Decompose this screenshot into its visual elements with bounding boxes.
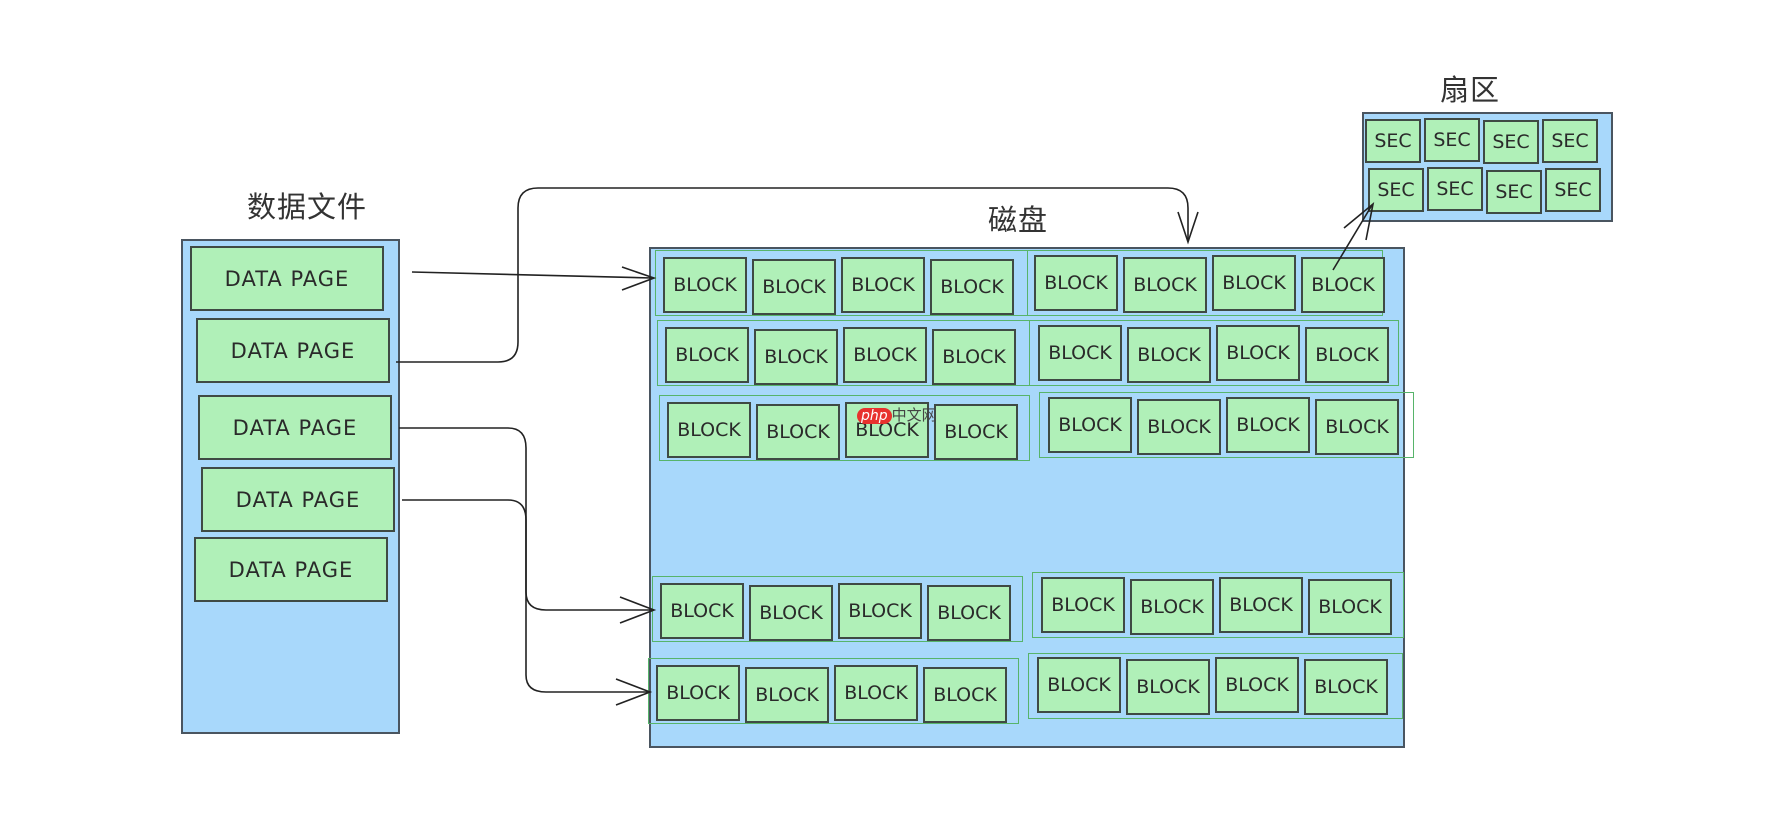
- data-page-2: DATA PAGE: [196, 318, 390, 383]
- arrow-page4-to-row5: [402, 499, 648, 693]
- block-group-5: [659, 395, 1030, 461]
- watermark-logo: php: [857, 408, 892, 424]
- sector-cell: SEC: [1542, 119, 1598, 163]
- block: BLOCK: [843, 327, 927, 383]
- arrow-head-row4: [619, 596, 657, 624]
- sector-cell: SEC: [1486, 170, 1542, 214]
- block: BLOCK: [754, 329, 838, 385]
- data-page-1: DATA PAGE: [190, 246, 384, 311]
- block: BLOCK: [756, 404, 840, 460]
- arrow-page2-to-top-block: [396, 187, 1189, 363]
- sector-cell: SEC: [1424, 118, 1480, 162]
- sector-title: 扇区: [1440, 73, 1501, 107]
- sector-cell: SEC: [1368, 168, 1424, 212]
- block: BLOCK: [656, 665, 740, 721]
- block: BLOCK: [1308, 579, 1392, 635]
- block-group-8: [1032, 572, 1404, 638]
- block: BLOCK: [841, 257, 925, 313]
- block: BLOCK: [1315, 399, 1399, 455]
- sector-cell: SEC: [1427, 167, 1483, 211]
- block: BLOCK: [930, 259, 1014, 315]
- watermark-text: 中文网: [891, 406, 937, 424]
- block: BLOCK: [1126, 659, 1210, 715]
- disk-title: 磁盘: [988, 203, 1049, 237]
- block: BLOCK: [1037, 657, 1121, 713]
- block: BLOCK: [1130, 579, 1214, 635]
- block: BLOCK: [932, 329, 1016, 385]
- block: BLOCK: [1226, 397, 1310, 453]
- block: BLOCK: [1215, 657, 1299, 713]
- block: BLOCK: [667, 402, 751, 458]
- block: BLOCK: [1216, 325, 1300, 381]
- data-page-4: DATA PAGE: [201, 467, 395, 532]
- block: BLOCK: [1304, 659, 1388, 715]
- arrow-head-sector: [1343, 201, 1375, 241]
- block: BLOCK: [1041, 577, 1125, 633]
- sector-cell: SEC: [1365, 119, 1421, 163]
- block: BLOCK: [749, 585, 833, 641]
- arrow-page1-to-row1: [411, 271, 653, 279]
- block: BLOCK: [1219, 577, 1303, 633]
- block: BLOCK: [1048, 397, 1132, 453]
- block: BLOCK: [934, 404, 1018, 460]
- block: BLOCK: [1038, 325, 1122, 381]
- arrow-head-top-block: [1177, 211, 1199, 245]
- block-group-6: [1039, 392, 1414, 458]
- block: BLOCK: [1123, 257, 1207, 313]
- data-page-5: DATA PAGE: [194, 537, 388, 602]
- block-group-10: [1028, 653, 1403, 719]
- block: BLOCK: [1301, 257, 1385, 313]
- block-group-4: [1029, 320, 1399, 386]
- block: BLOCK: [1137, 399, 1221, 455]
- sector-cell: SEC: [1545, 168, 1601, 212]
- block: BLOCK: [745, 667, 829, 723]
- block: BLOCK: [1212, 255, 1296, 311]
- arrow-head-row5: [615, 678, 653, 706]
- block: BLOCK: [660, 583, 744, 639]
- block: BLOCK: [927, 585, 1011, 641]
- datafile-title: 数据文件: [247, 190, 368, 224]
- data-page-3: DATA PAGE: [198, 395, 392, 460]
- block: BLOCK: [834, 665, 918, 721]
- block: BLOCK: [838, 583, 922, 639]
- arrow-block-to-sector: [1332, 204, 1373, 271]
- block: BLOCK: [1127, 327, 1211, 383]
- block: BLOCK: [752, 259, 836, 315]
- sector-cell: SEC: [1483, 120, 1539, 164]
- block: BLOCK: [665, 327, 749, 383]
- block: BLOCK: [1305, 327, 1389, 383]
- block: BLOCK: [1034, 255, 1118, 311]
- arrow-head-row1: [621, 266, 657, 291]
- block: BLOCK: [663, 257, 747, 313]
- block: BLOCK: [923, 667, 1007, 723]
